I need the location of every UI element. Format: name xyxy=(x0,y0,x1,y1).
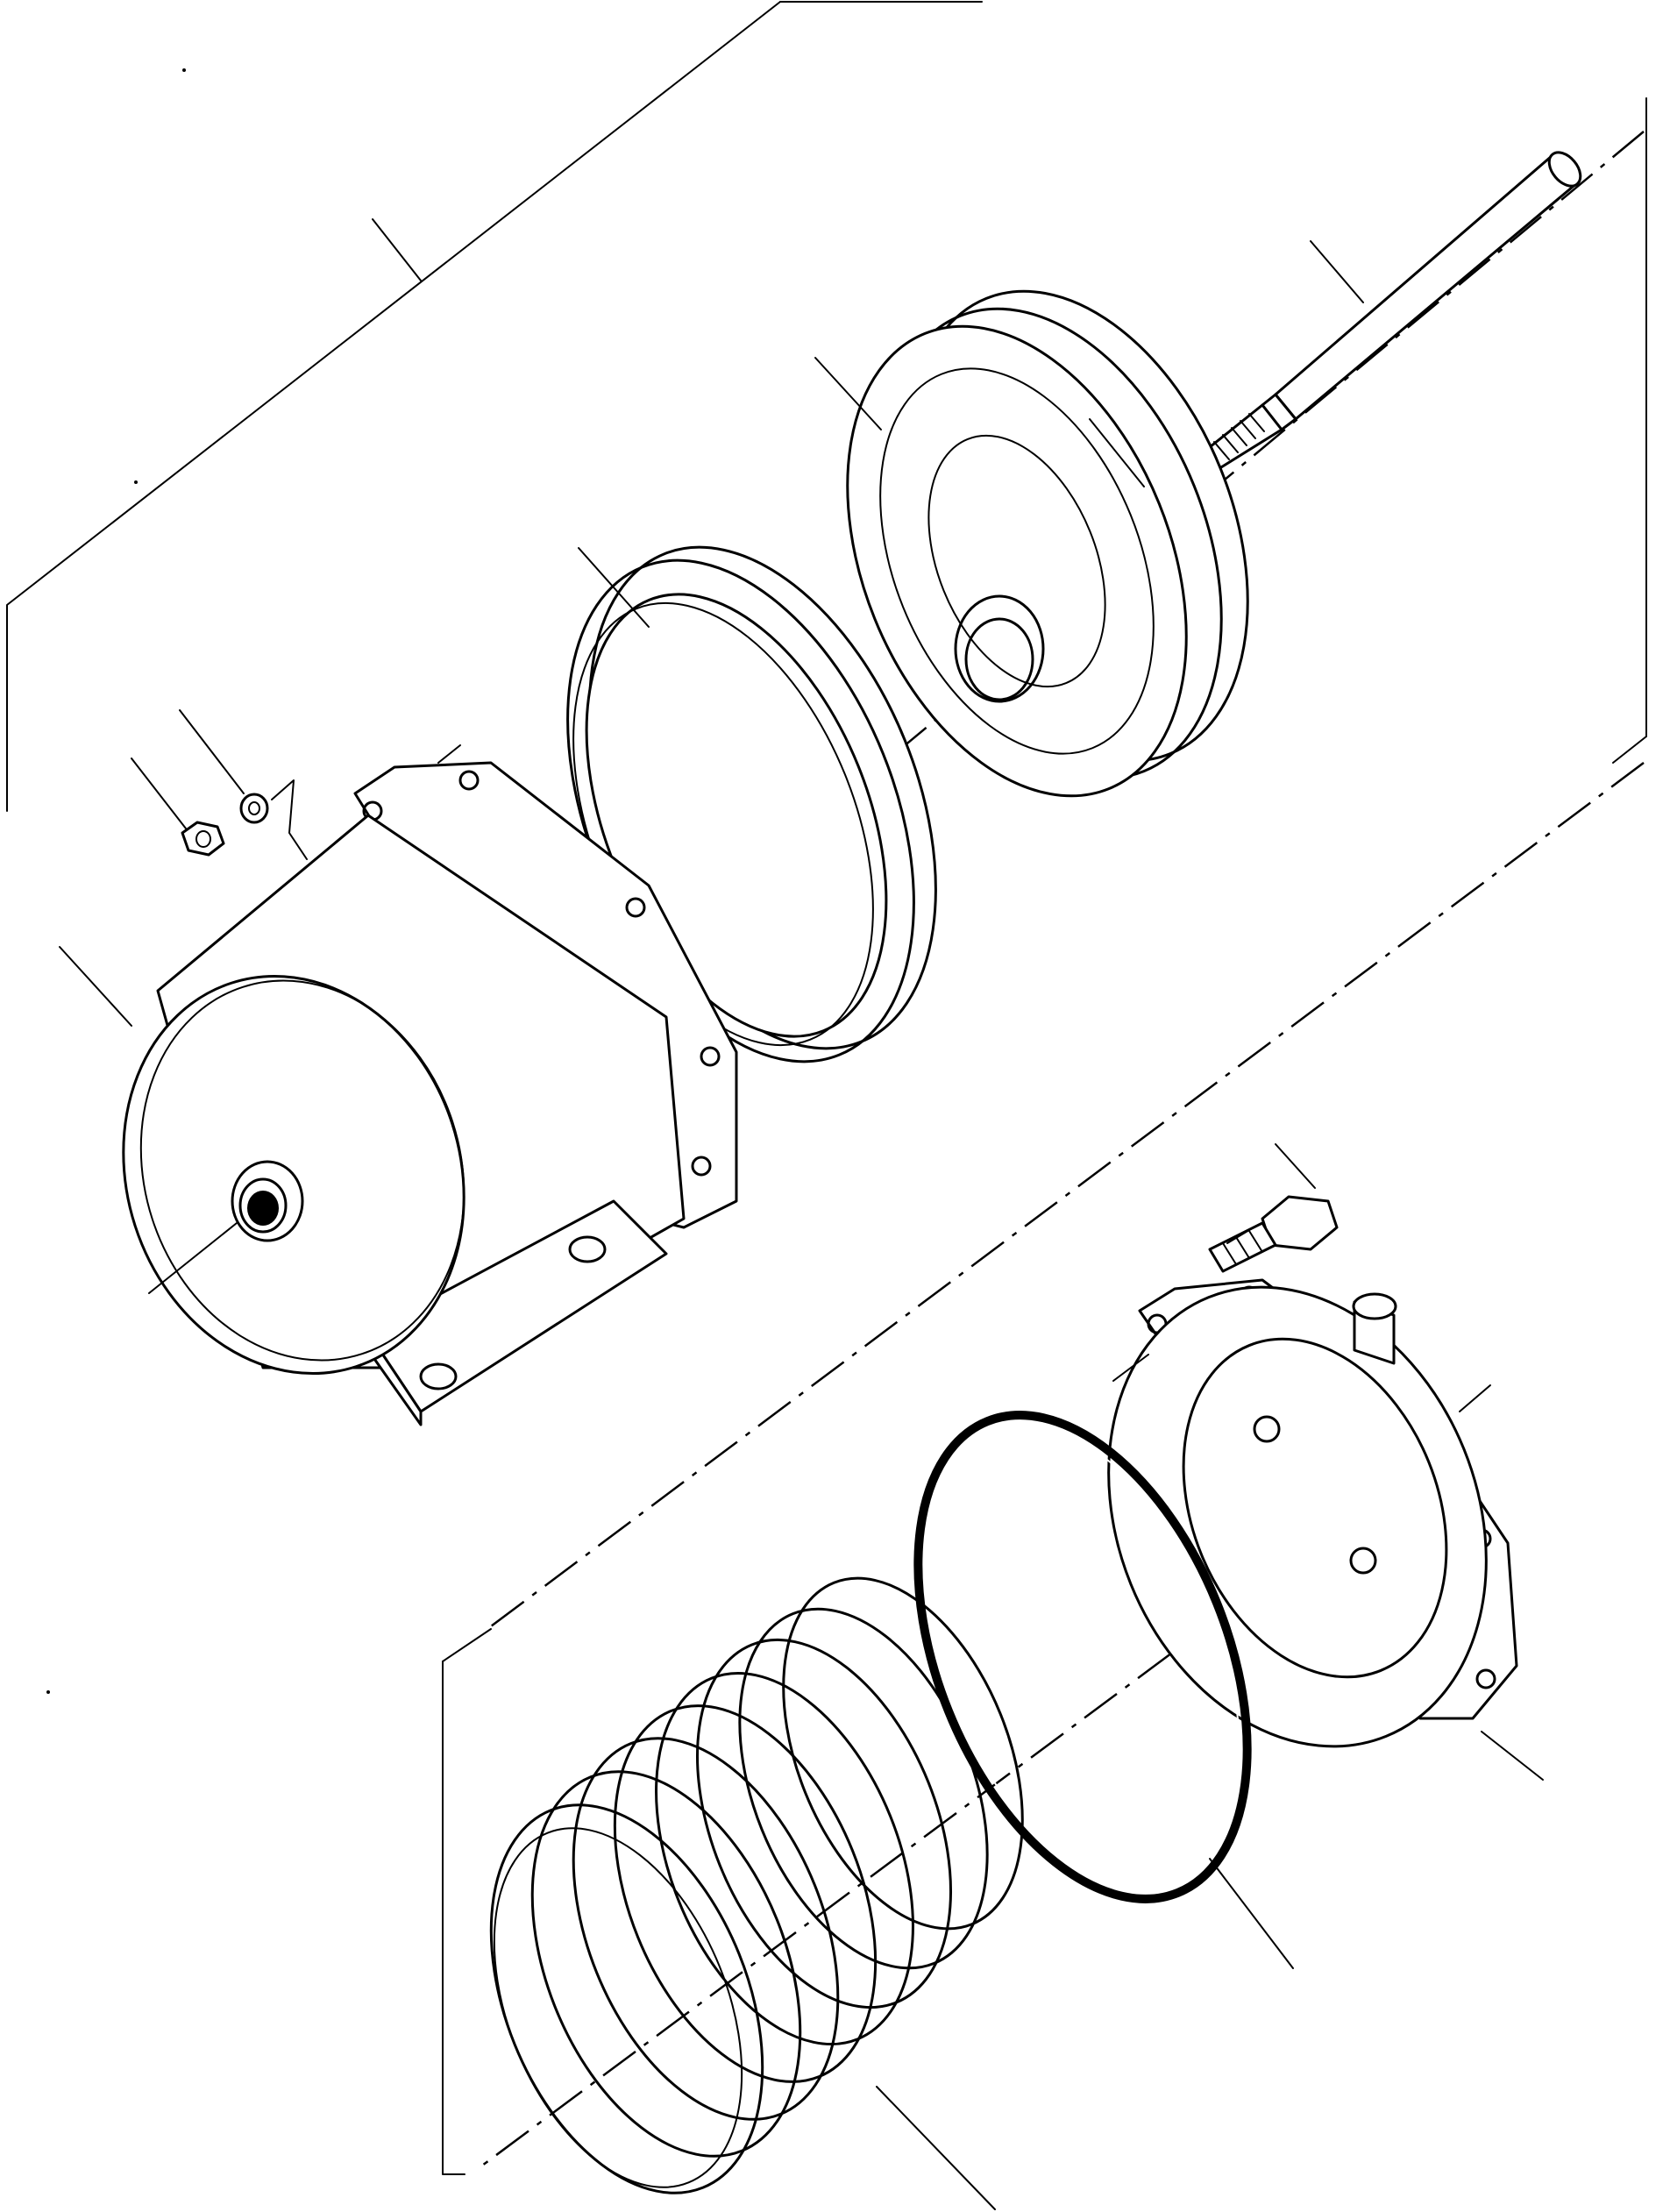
coil-spring xyxy=(489,1576,1024,2194)
upper-group-bracket xyxy=(6,1,1647,812)
end-cover xyxy=(1107,1278,1518,1748)
scan-specks xyxy=(46,68,186,1694)
leader-lines xyxy=(59,218,1544,2210)
push-rod xyxy=(1199,151,1582,473)
lower-centre-line xyxy=(481,761,1645,2167)
cover-bolt xyxy=(1208,1195,1339,1273)
cylinder-housing xyxy=(122,761,738,1426)
housing-nut xyxy=(181,821,225,857)
housing-washer xyxy=(239,793,269,824)
washer-stud-centre xyxy=(271,779,308,860)
lower-group-bracket xyxy=(442,1628,492,2175)
piston xyxy=(846,289,1249,798)
